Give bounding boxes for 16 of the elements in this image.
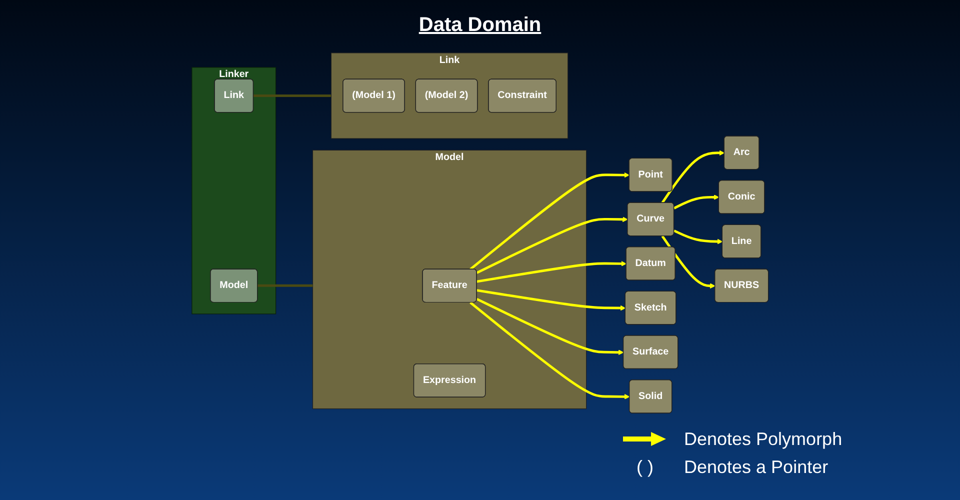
arrow	[661, 235, 716, 289]
legend-text: Denotes Polymorph	[684, 428, 842, 450]
arrow	[661, 150, 725, 204]
legend-text: Denotes a Pointer	[684, 456, 828, 478]
diagram-title: Data Domain	[418, 14, 542, 36]
arrow	[469, 172, 630, 270]
connector	[257, 284, 313, 287]
arrow	[476, 261, 626, 283]
arrow	[673, 230, 723, 244]
connector	[253, 94, 332, 97]
arrow	[469, 302, 630, 400]
arrow	[476, 216, 628, 274]
arrow	[476, 289, 626, 311]
arrow	[673, 194, 720, 210]
arrow	[476, 298, 624, 356]
pointer-symbol: ( )	[636, 456, 654, 478]
